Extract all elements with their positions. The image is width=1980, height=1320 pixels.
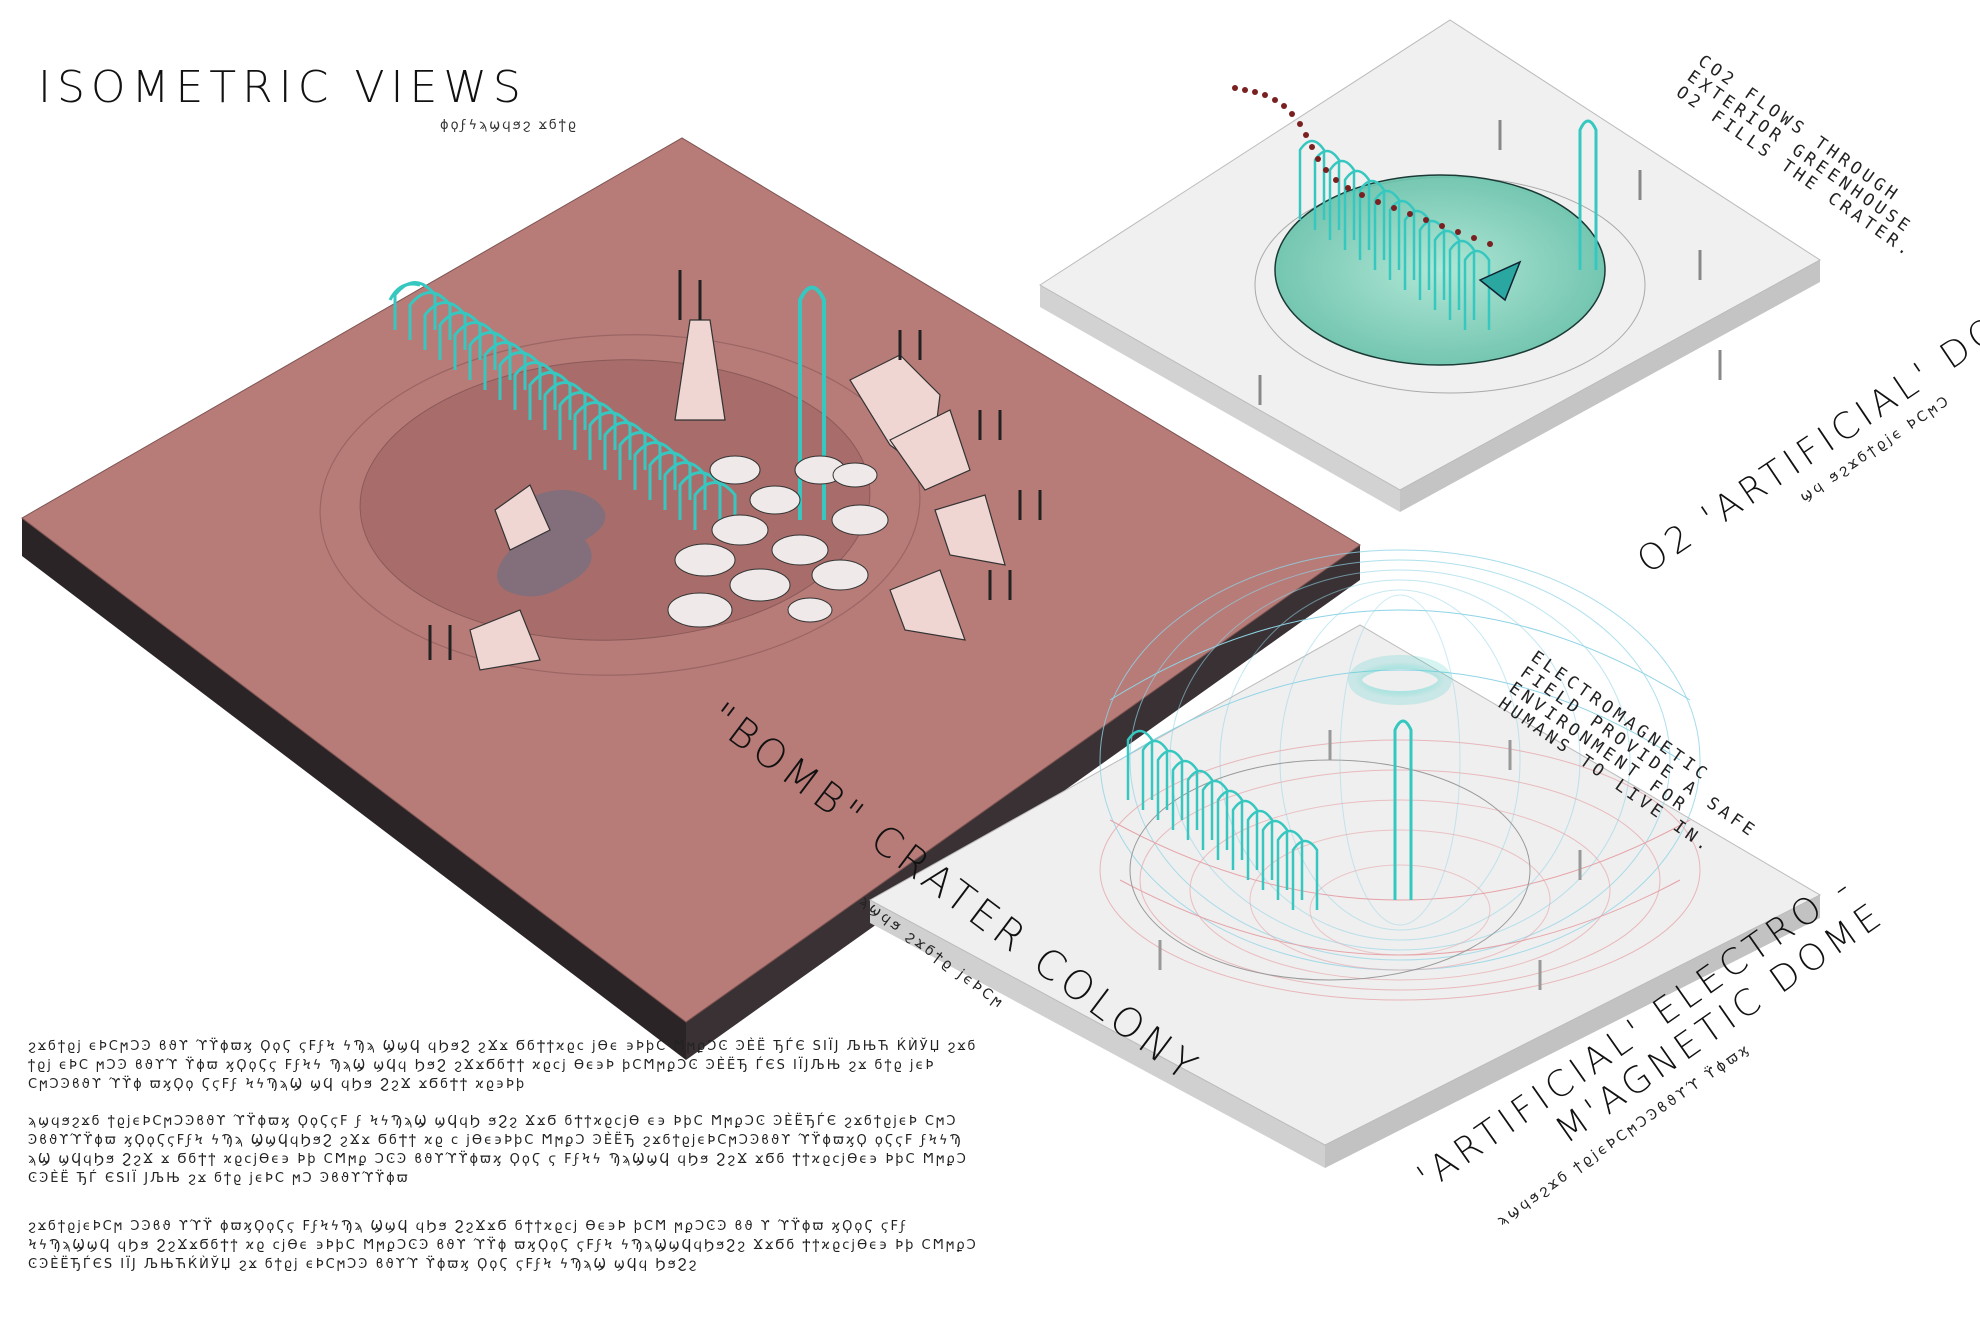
o2-airflow-dots bbox=[1232, 85, 1493, 247]
em-slab-top bbox=[868, 624, 1822, 1146]
crater-colony-slab bbox=[21, 137, 1361, 1060]
em-slab-edge-right bbox=[1325, 895, 1820, 1168]
slab-edge-right bbox=[686, 545, 1360, 1060]
body-paragraph-2: ϡϣϥϧϩϫϭ ϯϱϳϵϷϹϻϽϿϐϑϒ ϓϔϕϖϗ ϘϙϚϛϜ ϝ ϞϟϠϡϢ… bbox=[28, 1114, 968, 1186]
colony-buildings bbox=[469, 319, 1006, 671]
em-emitter-column bbox=[1393, 719, 1413, 900]
em-field-lines bbox=[1099, 549, 1701, 1001]
o2-masts bbox=[1258, 120, 1722, 405]
em-slab-edge-left bbox=[870, 900, 1325, 1168]
o2-dome-slab bbox=[1039, 19, 1821, 512]
o2-slab-edge-right bbox=[1400, 260, 1820, 512]
o2-slab-edge-left bbox=[1040, 285, 1400, 512]
habitat-pods bbox=[667, 455, 889, 628]
page-subtitle: ϕϙϝϟϡϣϥϧϩ ϫϭϯϱ bbox=[440, 118, 578, 133]
o2-greenhouse bbox=[1298, 139, 1491, 330]
o2-vent-tower bbox=[1578, 119, 1598, 270]
em-emitter-ring bbox=[1348, 655, 1452, 705]
vent-tower bbox=[798, 285, 826, 520]
greenhouse-tunnel bbox=[388, 281, 737, 530]
body-paragraph-3: ϩϫϭϯϱϳϵϷϹϻ ϽϿϐϑ ϒϓϔ ϕϖϗϘϙϚϛ ϜϝϞϟϠϡ ϢϣϤ ϥ… bbox=[28, 1219, 978, 1272]
page-title: ISOMETRIC VIEWS bbox=[38, 62, 527, 113]
em-masts bbox=[1158, 730, 1582, 990]
o2-flow-arrow bbox=[1478, 260, 1522, 302]
body-paragraph-1: ϩϫϭϯϱϳ ϵϷϹϻϽϿ ϐϑϒ ϓϔϕϖϗ ϘϙϚ ϛϜϝϞ ϟϠϡ ϢϣϤ… bbox=[28, 1039, 978, 1092]
slab-edge-left bbox=[22, 518, 686, 1060]
o2-dome bbox=[1274, 174, 1606, 366]
em-dome-slab bbox=[868, 549, 1822, 1168]
antenna-masts bbox=[428, 270, 1042, 660]
crater-inner bbox=[359, 359, 871, 641]
crater-outer-ring bbox=[319, 334, 921, 676]
em-greenhouse bbox=[1126, 729, 1319, 910]
